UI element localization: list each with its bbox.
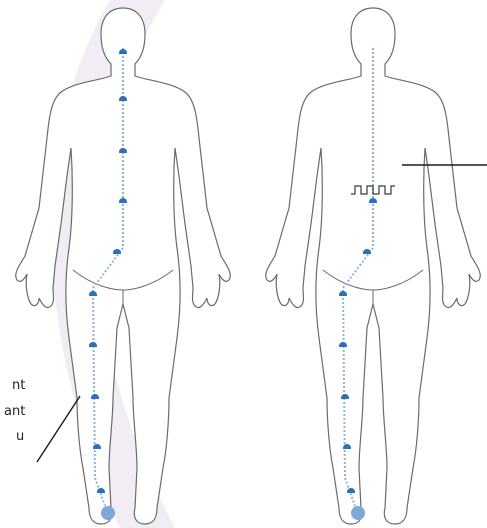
callout-left-line-2: ant — [4, 403, 25, 421]
foot-node — [351, 506, 365, 520]
foot-node — [101, 506, 115, 520]
callout-left-line-3: u — [16, 428, 24, 446]
callout-line-left — [37, 396, 80, 462]
right-figure — [266, 8, 481, 524]
callout-left-line-1: nt — [12, 377, 25, 395]
